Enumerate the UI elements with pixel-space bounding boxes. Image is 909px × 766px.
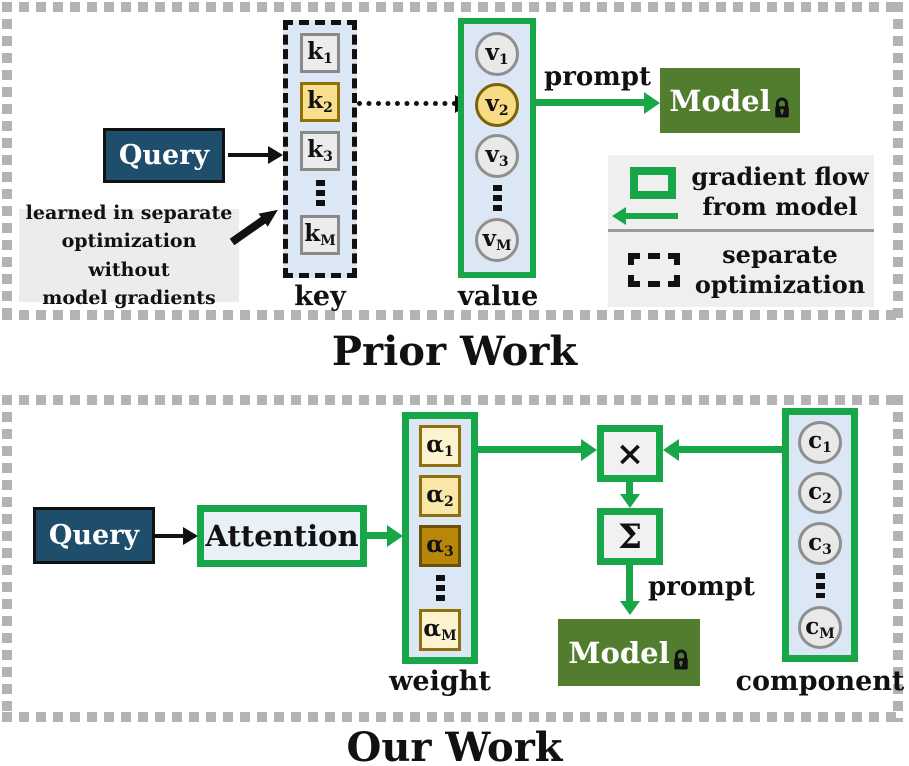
arrow-component-to-multiply-head	[663, 439, 679, 461]
legend-separate-optimization-label: separate optimization	[694, 240, 866, 299]
our-title: Our Work	[346, 724, 563, 766]
weight-item-a2: α2	[419, 475, 461, 517]
arrow-query-to-attention	[155, 534, 185, 538]
gradient-flow-box-icon	[630, 167, 676, 199]
component-column-label: component	[735, 666, 905, 697]
annotation-note: learned in separate optimization without…	[19, 202, 239, 309]
weight-item-a3-highlighted: α3	[419, 525, 461, 567]
arrow-component-to-multiply	[679, 446, 782, 453]
component-column: c1 c2 c3 cM	[782, 408, 858, 662]
value-item-v1: v1	[475, 32, 519, 76]
key-column-label: key	[294, 281, 346, 312]
arrow-multiply-to-sum	[626, 482, 633, 496]
prior-model-box: Model	[660, 68, 800, 133]
weight-item-aM: αM	[419, 609, 461, 651]
value-item-v3: v3	[475, 134, 519, 178]
gradient-flow-arrow-icon	[624, 213, 678, 219]
component-item-c3: c3	[798, 522, 842, 566]
weight-column-label: weight	[389, 666, 491, 697]
key-column: k1 k2 k3 kM	[283, 20, 357, 278]
legend: gradient flow from model separate optimi…	[608, 155, 874, 307]
prior-title: Prior Work	[331, 328, 578, 375]
arrow-multiply-to-sum-head	[620, 494, 640, 508]
our-model-label: Model	[568, 635, 670, 670]
arrow-weight-to-multiply	[478, 446, 583, 453]
attention-label: Attention	[205, 519, 359, 553]
our-query-label: Query	[48, 520, 140, 551]
key-item-k1: k1	[300, 33, 340, 73]
prior-prompt-label: prompt	[544, 62, 651, 92]
prior-panel-frame	[2, 2, 903, 320]
sum-box: Σ	[597, 508, 663, 565]
vertical-ellipsis-icon	[315, 180, 325, 206]
value-column: v1 v2 v3 vM	[458, 18, 536, 278]
vertical-ellipsis-icon	[815, 573, 825, 599]
our-model-box: Model	[558, 619, 700, 686]
arrow-query-to-key	[228, 153, 270, 157]
key-item-k2-highlighted: k2	[300, 82, 340, 122]
value-column-label: value	[458, 281, 539, 312]
our-prompt-label: prompt	[648, 572, 755, 602]
gradient-flow-arrow-head	[612, 207, 626, 225]
attention-box: Attention	[197, 505, 367, 567]
vertical-ellipsis-icon	[492, 185, 502, 211]
arrow-query-to-attention-head	[183, 527, 198, 545]
lock-icon	[774, 96, 789, 117]
component-item-c1: c1	[798, 421, 842, 464]
weight-column: α1 α2 α3 αM	[402, 412, 478, 664]
component-item-cM: cM	[798, 606, 842, 649]
our-panel-frame	[2, 395, 903, 722]
our-query-box: Query	[33, 507, 155, 564]
prior-model-label: Model	[669, 83, 771, 118]
value-item-v2-highlighted: v2	[475, 83, 519, 127]
arrow-value-to-model	[536, 99, 646, 106]
separate-optimization-icon	[628, 253, 680, 287]
multiply-box: ×	[597, 425, 663, 482]
key-item-k3: k3	[300, 131, 340, 171]
arrow-sum-to-model-head	[620, 601, 640, 615]
arrow-sum-to-model	[626, 565, 633, 603]
multiply-op: ×	[615, 433, 645, 474]
arrow-weight-to-multiply-head	[581, 439, 597, 461]
prior-query-label: Query	[118, 140, 210, 171]
arrow-attention-to-weight	[367, 532, 389, 539]
sum-op: Σ	[617, 516, 643, 557]
arrow-attention-to-weight-head	[387, 525, 403, 547]
component-item-c2: c2	[798, 471, 842, 515]
key-item-kM: kM	[300, 215, 340, 255]
arrow-query-to-key-head	[268, 146, 283, 164]
legend-gradient-flow-label: gradient flow from model	[691, 162, 869, 221]
value-item-vM: vM	[475, 218, 519, 262]
legend-divider	[608, 229, 874, 232]
arrow-value-to-model-head	[644, 92, 660, 114]
dotted-arrow-k2-to-v2	[357, 101, 457, 106]
prior-query-box: Query	[103, 128, 225, 183]
lock-icon	[673, 648, 688, 669]
vertical-ellipsis-icon	[435, 575, 445, 601]
weight-item-a1: α1	[419, 425, 461, 467]
